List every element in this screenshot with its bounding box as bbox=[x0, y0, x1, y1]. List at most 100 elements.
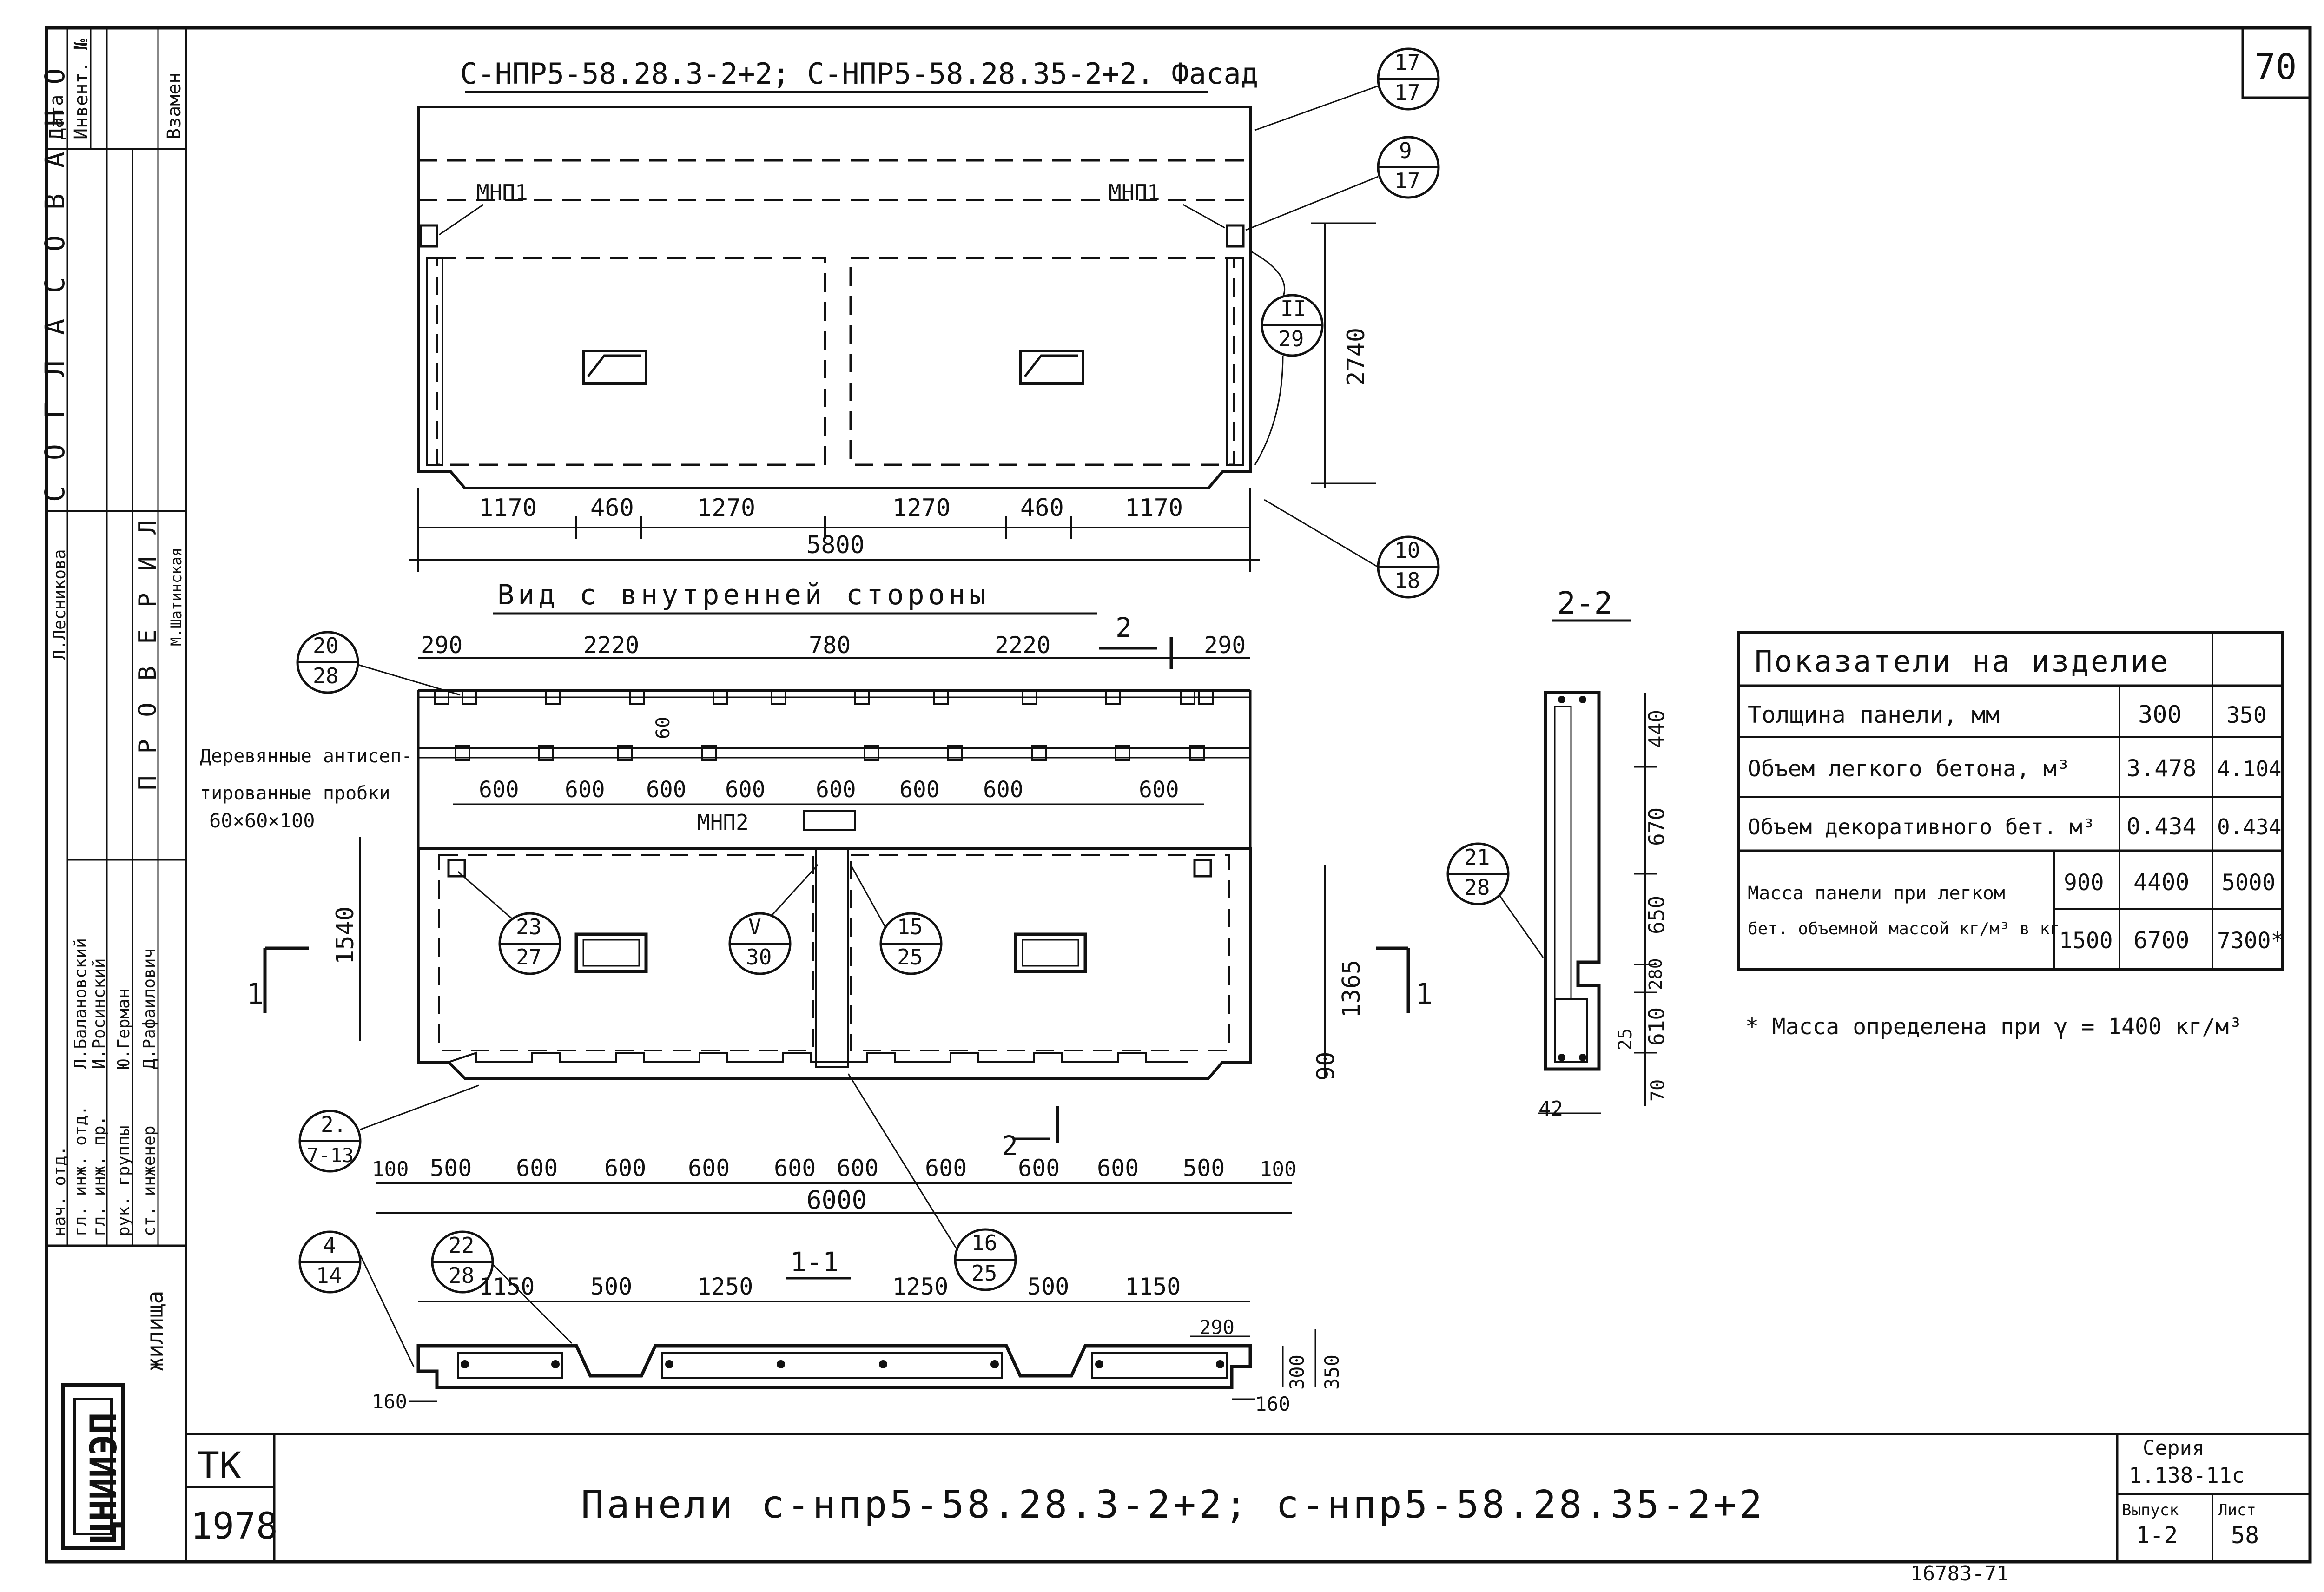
facade-height: 2740 bbox=[1342, 328, 1370, 386]
inner-bottom-dim-3: 600 bbox=[516, 1155, 558, 1182]
table-note: * Масса определена при γ = 1400 кг/м³ bbox=[1745, 1014, 2242, 1040]
facade-dim-1: 1170 bbox=[479, 494, 537, 522]
callout-facade-2-top: 9 bbox=[1399, 138, 1412, 163]
callout-s11-1-top: 4 bbox=[323, 1233, 336, 1258]
plug-dim-3: 600 bbox=[646, 777, 687, 803]
facade-dim-4: 1270 bbox=[892, 494, 951, 522]
inner-bottom-dim-12: 100 bbox=[1260, 1157, 1296, 1181]
table-row-3-v2: 0.434 bbox=[2217, 814, 2281, 839]
callout-facade-2-bottom: 17 bbox=[1394, 168, 1420, 193]
facade-title: С-НПР5-58.28.3-2+2; С-НПР5-58.28.35-2+2.… bbox=[460, 57, 1258, 91]
section-11-dim-3: 1250 bbox=[697, 1273, 753, 1300]
callout-inner-1-top: 20 bbox=[313, 633, 338, 658]
cniiep-logo: ЦНИИЭП жилища bbox=[61, 1291, 168, 1550]
page-number: 70 bbox=[2254, 46, 2297, 87]
section-11-300: 300 bbox=[1286, 1354, 1308, 1390]
plugs-note-2: тированные пробки bbox=[200, 783, 390, 804]
callout-inner-6-top: 16 bbox=[971, 1230, 997, 1255]
inner-bottom-dim-6: 600 bbox=[774, 1155, 816, 1182]
table-row-3-label: Объем декоративного бет. м³ bbox=[1748, 814, 2095, 839]
section-11-dim-1: 1150 bbox=[479, 1273, 535, 1300]
strip-role-2: гл. инж. отд. bbox=[71, 1105, 90, 1236]
strip-agreed: С О Г Л А С О В А Н О bbox=[39, 64, 71, 502]
strip-header-replace: Взамен bbox=[164, 73, 185, 140]
table-row-4-label: Масса панели при легком bbox=[1748, 883, 2005, 904]
callout-inner-5-bottom: 7-13 bbox=[307, 1144, 354, 1167]
table-row-2-v1: 3.478 bbox=[2126, 755, 2197, 782]
plug-dim-60: 60 bbox=[653, 717, 674, 739]
inner-top-dim-5: 290 bbox=[1204, 632, 1246, 659]
issue-value: 1-2 bbox=[2136, 1522, 2178, 1549]
table-row-2-v2: 4.104 bbox=[2217, 756, 2281, 781]
callout-inner-1-bottom: 28 bbox=[313, 663, 338, 688]
callout-inner-3-bottom: 30 bbox=[746, 945, 772, 970]
sheet-number: 58 bbox=[2231, 1522, 2259, 1549]
facade-dim-5: 460 bbox=[1020, 494, 1064, 522]
facade-dim-6: 1170 bbox=[1125, 494, 1183, 522]
section-22-title: 2-2 bbox=[1557, 585, 1612, 621]
section-22-670: 670 bbox=[1644, 807, 1669, 846]
callout-s22-bottom: 28 bbox=[1464, 875, 1490, 900]
callout-inner-3-top: V bbox=[748, 914, 761, 939]
strip-role-5: ст. инженер bbox=[140, 1126, 159, 1236]
section-11-160-left: 160 bbox=[372, 1390, 407, 1413]
callout-s11-2-bottom: 28 bbox=[449, 1263, 474, 1288]
table-row-5-sub: 1500 bbox=[2059, 928, 2113, 954]
facade-dim-2: 460 bbox=[590, 494, 634, 522]
section-22-25: 25 bbox=[1615, 1028, 1636, 1050]
series-label: Серия bbox=[2143, 1436, 2204, 1460]
callout-s11-1-bottom: 14 bbox=[316, 1263, 342, 1288]
tk-label: ТК bbox=[198, 1445, 241, 1487]
table-row-1-v2: 350 bbox=[2226, 702, 2267, 728]
title-block: ТК 1978 Панели с-нпр5-58.28.3-2+2; с-нпр… bbox=[191, 46, 2297, 1585]
strip-role-3: гл. инж. пр. bbox=[90, 1116, 109, 1236]
inner-top-dim-1: 290 bbox=[421, 632, 462, 659]
inner-top-dim-2: 2220 bbox=[583, 632, 639, 659]
inner-total: 6000 bbox=[806, 1185, 867, 1215]
section-11-350: 350 bbox=[1320, 1354, 1343, 1390]
strip-name-1: Л.Балановский bbox=[71, 938, 90, 1069]
inner-title: Вид с внутренней стороны bbox=[497, 579, 990, 611]
issue-label: Выпуск bbox=[2122, 1501, 2179, 1519]
callout-facade-3-bottom: 29 bbox=[1278, 326, 1304, 351]
strip-name-3: Ю.Герман bbox=[114, 989, 133, 1069]
strip-header-date: Дата bbox=[46, 95, 67, 139]
inner-top-dim-3: 780 bbox=[809, 632, 851, 659]
section-11-290: 290 bbox=[1199, 1316, 1235, 1339]
plugs-note-3: 60×60×100 bbox=[209, 809, 315, 832]
table-row-3-v1: 0.434 bbox=[2126, 813, 2197, 840]
wooden-plugs bbox=[434, 689, 1214, 761]
section-22-280: 280 bbox=[1645, 958, 1666, 990]
plug-dim-7: 600 bbox=[983, 777, 1023, 803]
facade-dim-3: 1270 bbox=[697, 494, 755, 522]
inner-height-90: 90 bbox=[1312, 1051, 1340, 1081]
table-row-2-label: Объем легкого бетона, м³ bbox=[1748, 756, 2070, 782]
series-value: 1.138-11с bbox=[2129, 1463, 2245, 1488]
plug-dim-2: 600 bbox=[565, 777, 605, 803]
sheet-title: Панели с-нпр5-58.28.3-2+2; с-нпр5-58.28.… bbox=[581, 1483, 1765, 1527]
callout-inner-4-bottom: 25 bbox=[897, 945, 923, 970]
inner-height-1365: 1365 bbox=[1338, 960, 1366, 1018]
plug-dim-6: 600 bbox=[899, 777, 940, 803]
inner-bottom-dim-9: 600 bbox=[1018, 1155, 1060, 1182]
facade-view: С-НПР5-58.28.3-2+2; С-НПР5-58.28.35-2+2.… bbox=[409, 47, 1440, 599]
table-row-4-sub: 900 bbox=[2064, 870, 2104, 896]
section-2-2: 2-2 440 670 650 280 610 25 70 42 21 28 bbox=[1446, 585, 1669, 1121]
inner-bottom-dim-4: 600 bbox=[604, 1155, 646, 1182]
mnp1-left: МНП1 bbox=[476, 180, 528, 205]
section-mark-2-top: 2 bbox=[1116, 612, 1132, 643]
facade-dim-ticks bbox=[417, 488, 1251, 572]
callout-facade-1-top: 17 bbox=[1394, 50, 1420, 75]
strip-role-4: рук. группы bbox=[114, 1126, 133, 1236]
inner-height-1540: 1540 bbox=[331, 906, 359, 964]
inner-bottom-dim-10: 600 bbox=[1097, 1155, 1139, 1182]
callout-facade-4-top: 10 bbox=[1394, 538, 1420, 563]
table-row-1-label: Толщина панели, мм bbox=[1748, 701, 2000, 728]
strip-checked: П Р О В Е Р И Л bbox=[134, 516, 162, 790]
callout-facade-3-top: II bbox=[1281, 296, 1306, 321]
table-row-4-v1: 4400 bbox=[2133, 869, 2189, 896]
strip-header-inv: Инвент. № bbox=[71, 39, 92, 139]
strip-name-4: Д.Рафаилович bbox=[140, 948, 159, 1069]
callout-inner-6-bottom: 25 bbox=[971, 1261, 997, 1286]
section-11-dim-6: 1150 bbox=[1125, 1273, 1181, 1300]
